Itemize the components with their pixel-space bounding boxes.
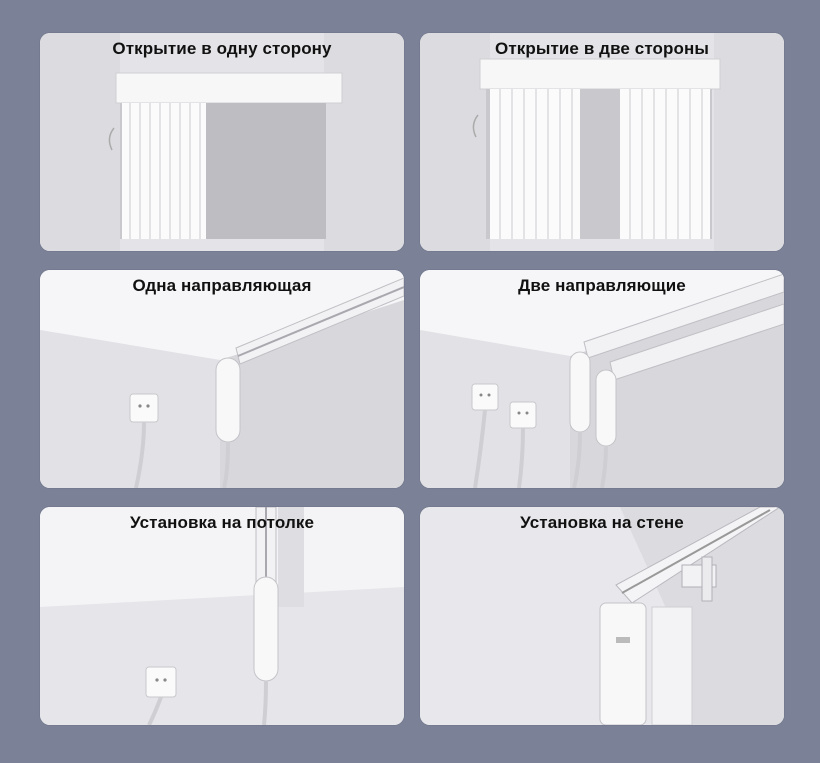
motor-unit: [599, 602, 647, 725]
wall-rail: [615, 507, 781, 604]
card-title: Одна направляющая: [132, 276, 312, 295]
wall-socket: [129, 393, 159, 423]
track-rail-front: [583, 273, 784, 359]
single-track-illustration: [40, 270, 404, 488]
motor-unit: [253, 576, 279, 682]
motor-unit-2: [595, 369, 617, 447]
card-one-side-opening: Открытие в одну сторону: [40, 33, 404, 251]
card-single-track: Одна направляющая: [40, 270, 404, 488]
two-side-curtain-illustration: [420, 33, 784, 251]
card-double-track: Две направляющие: [420, 270, 784, 488]
card-title: Открытие в две стороны: [495, 39, 709, 58]
card-title: Две направляющие: [518, 276, 686, 295]
curtain-left: [122, 103, 206, 239]
curtain-left: [490, 89, 580, 239]
card-title: Открытие в одну сторону: [112, 39, 332, 58]
curtain-right: [620, 89, 710, 239]
double-track-illustration: [420, 270, 784, 488]
card-two-side-opening: Открытие в две стороны: [420, 33, 784, 251]
motor-unit-1: [569, 351, 591, 433]
wall-bracket: [681, 556, 717, 602]
card-title: Установка на потолке: [129, 513, 315, 532]
motor-unit: [215, 357, 241, 443]
wall-mount-illustration: [420, 507, 784, 725]
wall-socket: [145, 666, 177, 698]
wall-socket-1: [471, 383, 499, 411]
ceiling-mount-illustration: [40, 507, 404, 725]
track-rail: [235, 277, 404, 365]
one-side-curtain-illustration: [40, 33, 404, 251]
card-wall-mount: Установка на стене: [420, 507, 784, 725]
card-title: Установка на стене: [520, 513, 684, 532]
card-ceiling-mount: Установка на потолке: [40, 507, 404, 725]
wall-socket-2: [509, 401, 537, 429]
